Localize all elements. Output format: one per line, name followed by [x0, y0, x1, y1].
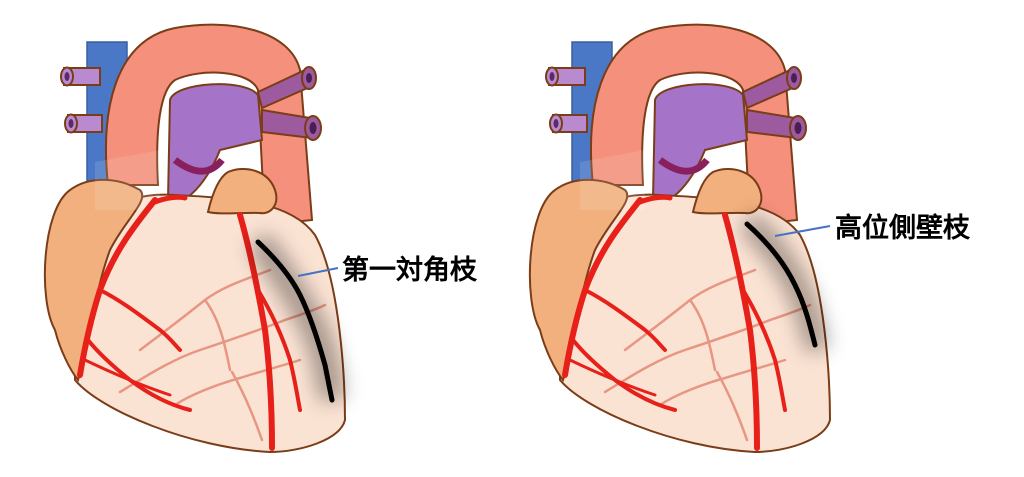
- label-high-lateral-branch: 高位側壁枝: [835, 212, 971, 244]
- leader-line-right: [774, 225, 831, 237]
- first-diagonal-branch: [255, 239, 335, 403]
- heart-right: 高位側壁枝: [530, 25, 971, 452]
- label-first-diagonal-branch: 第一対角枝: [342, 254, 478, 286]
- leader-line-left: [297, 267, 339, 277]
- high-lateral-branch: [744, 221, 818, 348]
- heart-left: 第一対角枝: [45, 25, 478, 452]
